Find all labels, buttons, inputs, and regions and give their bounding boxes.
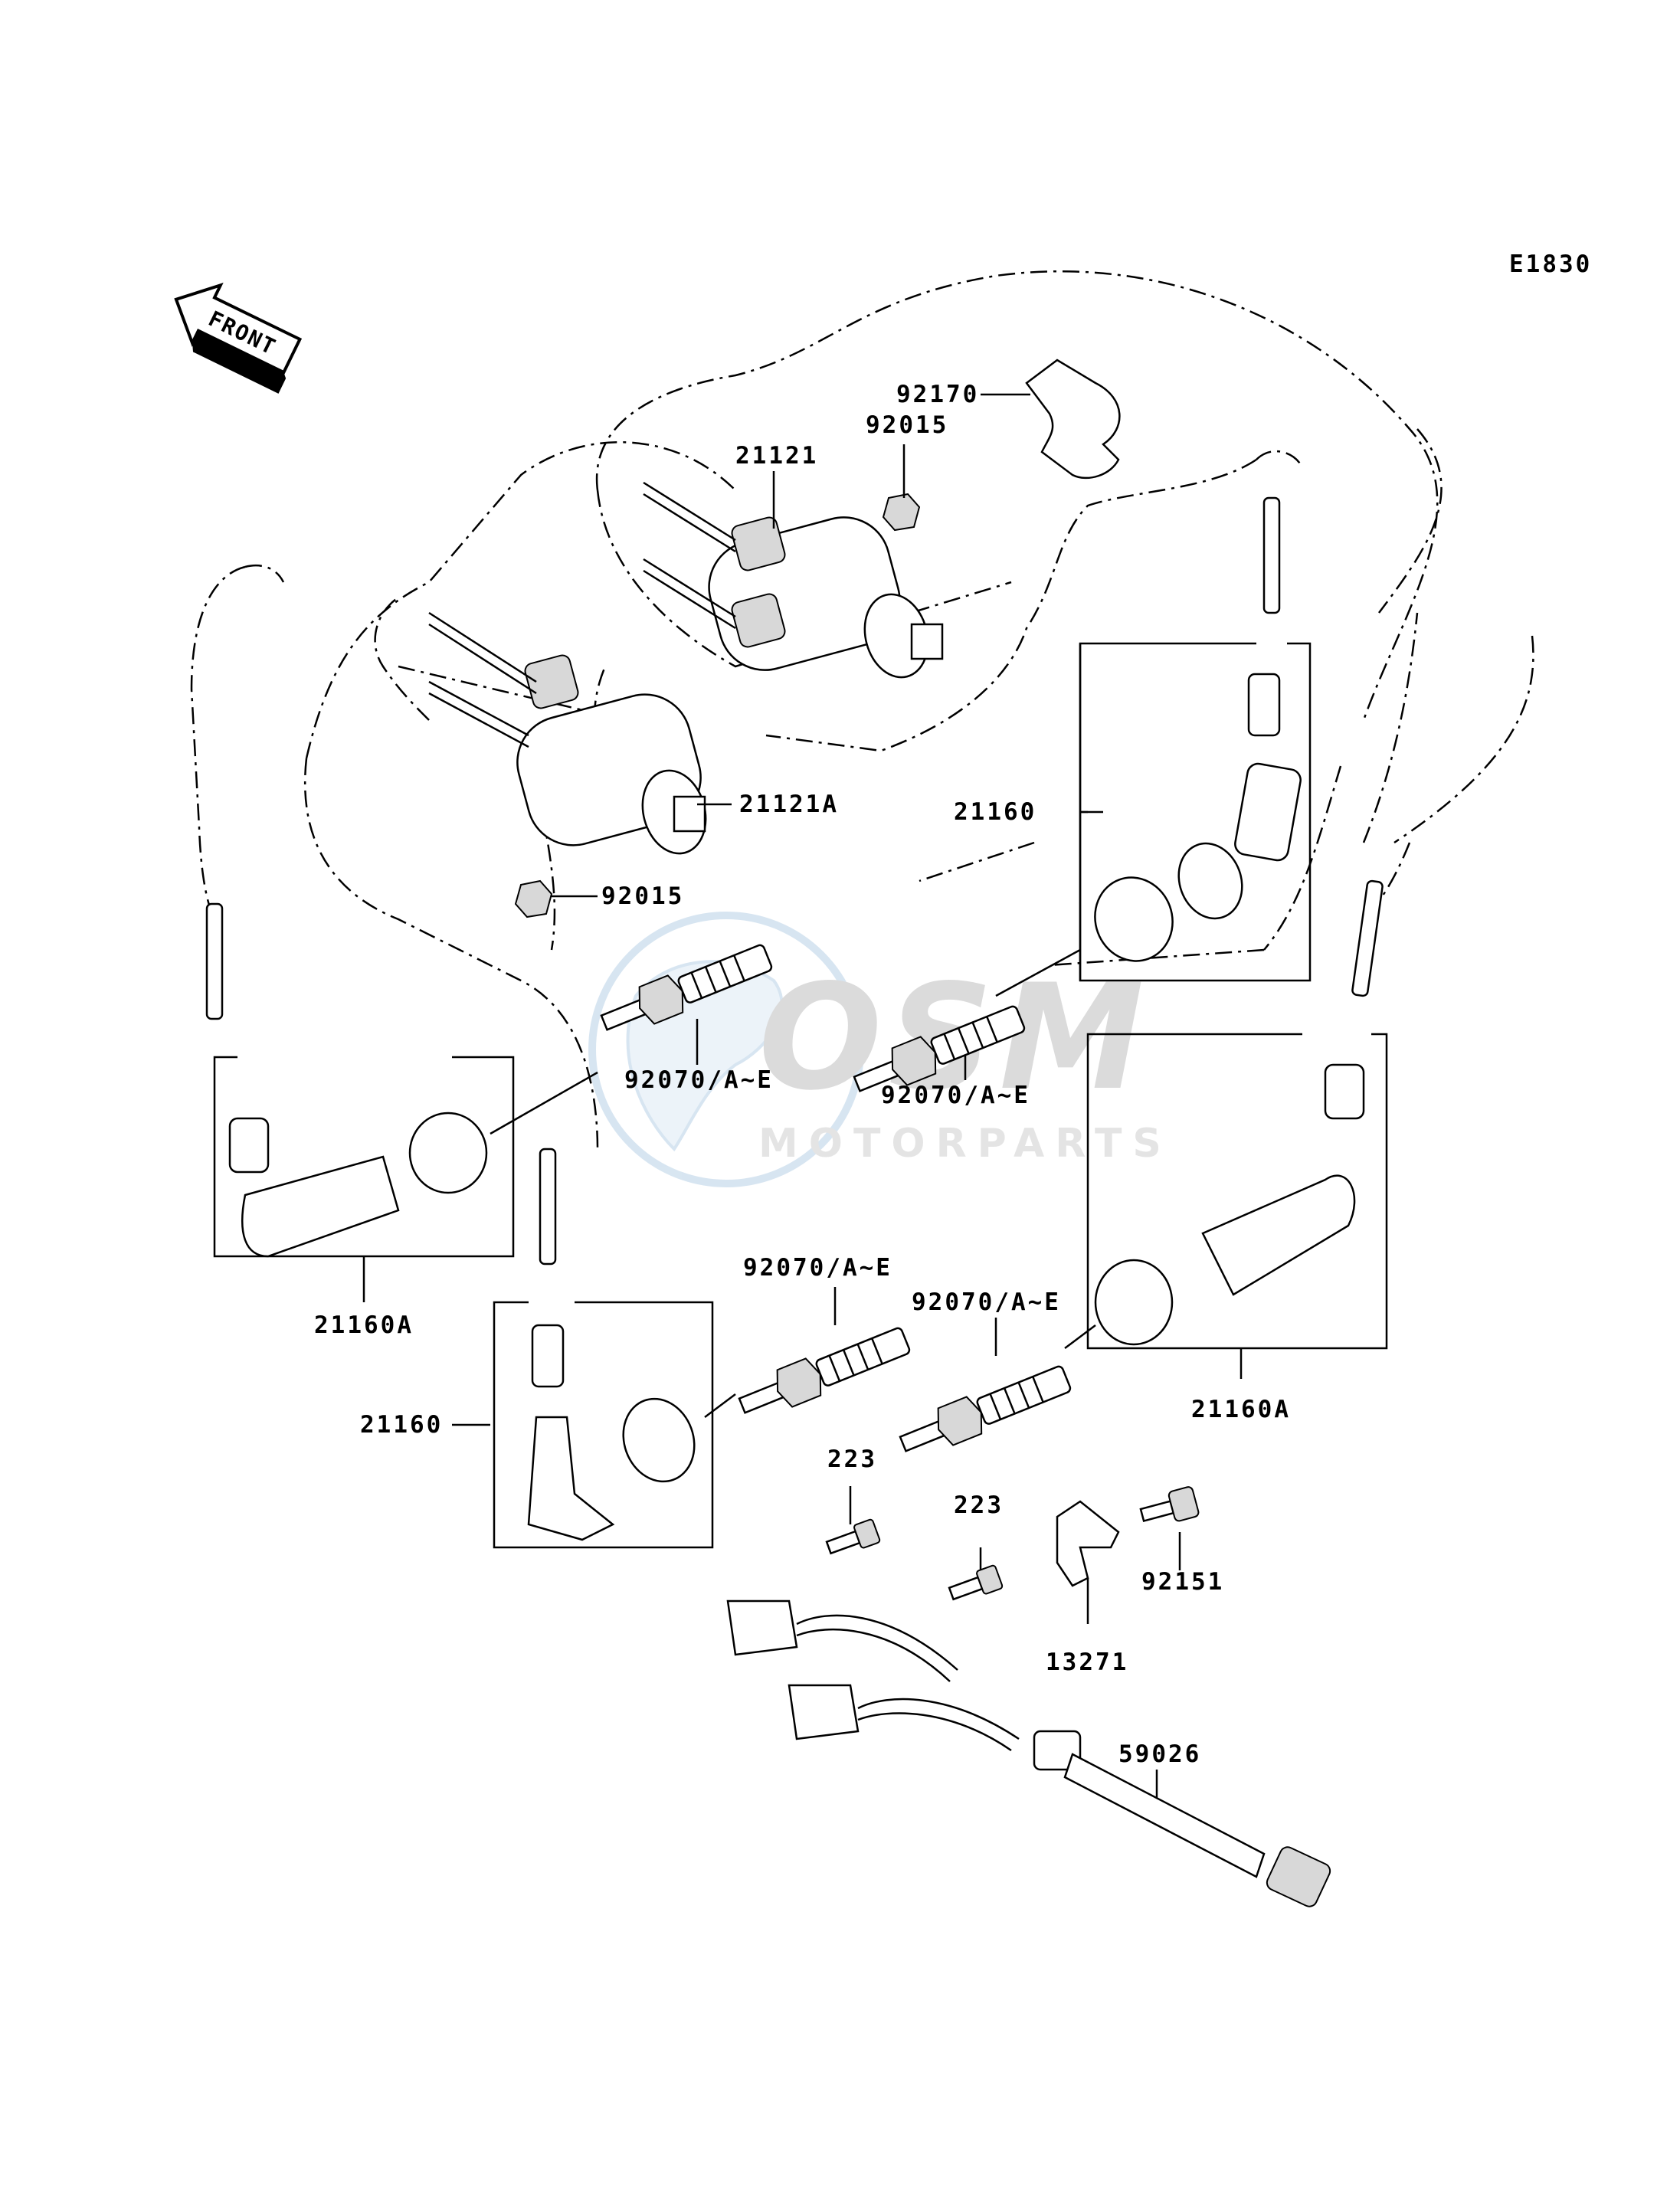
nut-92015-top bbox=[882, 493, 921, 532]
callout-labels: 92170 92015 21121 21121A 92015 21160 920… bbox=[314, 381, 1291, 1768]
label-21160-left: 21160 bbox=[360, 1411, 443, 1439]
spark-plug-4 bbox=[899, 1365, 1072, 1452]
screw-92151 bbox=[1139, 1486, 1200, 1523]
clamp-13271 bbox=[1056, 1500, 1120, 1587]
plug-cap-21160-right bbox=[995, 642, 1312, 997]
label-21121A: 21121A bbox=[739, 791, 839, 818]
bolt-223-a bbox=[825, 1518, 881, 1555]
ht-leads bbox=[205, 496, 1384, 1265]
label-92170: 92170 bbox=[896, 381, 979, 408]
label-21160A-right: 21160A bbox=[1191, 1396, 1291, 1423]
watermark-tagline: MOTORPARTS bbox=[758, 1121, 1172, 1167]
pickup-coil-59026 bbox=[726, 1599, 1331, 1907]
plug-cap-21160A-left bbox=[213, 1056, 598, 1258]
label-223-b: 223 bbox=[954, 1491, 1004, 1519]
label-92070-a: 92070/A~E bbox=[624, 1066, 774, 1094]
plug-cap-21160-left bbox=[493, 1301, 736, 1549]
spark-plug-3 bbox=[738, 1327, 911, 1414]
front-direction-arrow: FRONT bbox=[174, 283, 303, 394]
watermark-logo: OSM MOTORPARTS bbox=[588, 912, 1172, 1187]
label-21121: 21121 bbox=[735, 442, 818, 470]
ignition-coil-21121A bbox=[428, 611, 707, 855]
label-13271: 13271 bbox=[1046, 1649, 1128, 1676]
nut-92015-bottom bbox=[514, 879, 553, 918]
label-59026: 59026 bbox=[1118, 1740, 1201, 1768]
label-21160A-left: 21160A bbox=[314, 1311, 414, 1339]
bolt-223-b bbox=[948, 1564, 1004, 1601]
clamp-92170 bbox=[1025, 359, 1121, 480]
spark-plug-1 bbox=[600, 944, 773, 1031]
ignition-coil-21121 bbox=[643, 481, 944, 679]
spark-plug-2 bbox=[853, 1005, 1026, 1092]
label-92070-d: 92070/A~E bbox=[912, 1288, 1061, 1316]
label-92015-bottom: 92015 bbox=[601, 882, 684, 910]
label-92151: 92151 bbox=[1141, 1568, 1224, 1596]
label-92015-top: 92015 bbox=[866, 411, 948, 439]
label-21160-right: 21160 bbox=[954, 798, 1036, 826]
plug-cap-21160A-right bbox=[1064, 1033, 1388, 1350]
label-92070-b: 92070/A~E bbox=[881, 1082, 1030, 1109]
label-92070-c: 92070/A~E bbox=[743, 1254, 892, 1282]
diagram-code: E1830 bbox=[1509, 250, 1592, 278]
label-223-a: 223 bbox=[827, 1446, 877, 1473]
